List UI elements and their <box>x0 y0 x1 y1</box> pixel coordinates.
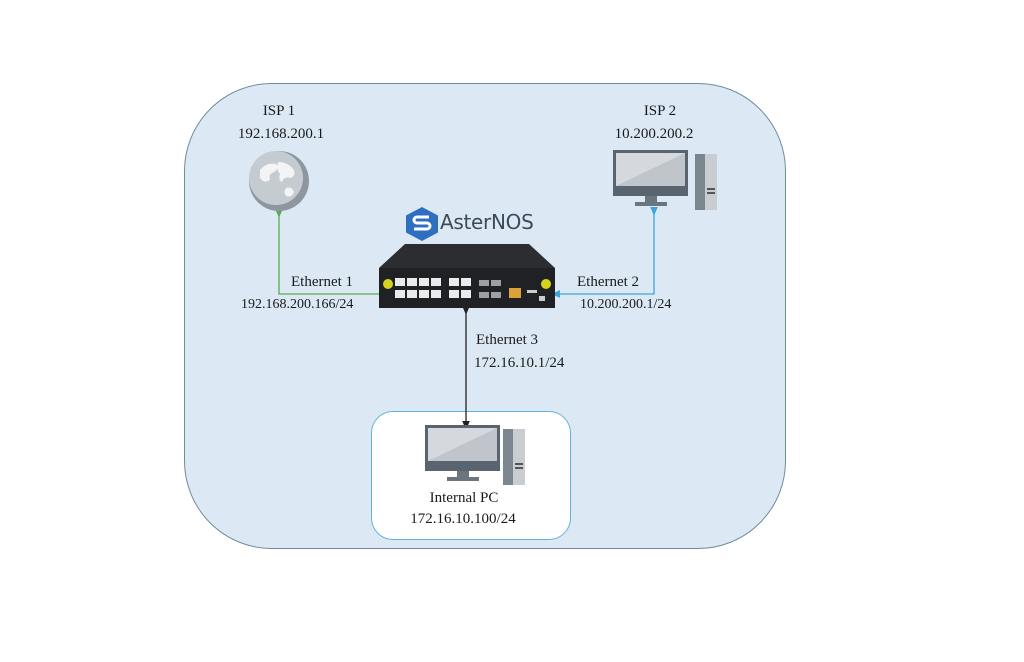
asternos-logo-icon <box>406 207 438 241</box>
brand-name: AsterNOS <box>440 210 534 234</box>
ethernet1-ip: 192.168.200.166/24 <box>241 297 354 312</box>
internal-pc-name: Internal PC <box>429 490 499 506</box>
ethernet2-label: Ethernet 2 <box>577 274 640 290</box>
link-ethernet-1 <box>275 208 393 298</box>
isp1-ip: 192.168.200.1 <box>237 126 325 142</box>
link-ethernet-2 <box>551 206 658 298</box>
isp1-name: ISP 1 <box>262 103 296 119</box>
ethernet1-label: Ethernet 1 <box>291 274 354 290</box>
globe-icon <box>249 151 309 211</box>
ethernet2-ip: 10.200.200.1/24 <box>580 297 672 312</box>
ethernet3-label: Ethernet 3 <box>476 332 539 348</box>
internal-pc-icon <box>425 425 525 485</box>
isp2-name: ISP 2 <box>643 103 677 119</box>
desktop-computer-icon <box>613 150 717 210</box>
internal-pc-ip: 172.16.10.100/24 <box>410 511 516 527</box>
isp2-ip: 10.200.200.2 <box>614 126 694 142</box>
network-switch-icon <box>379 244 555 308</box>
ethernet3-ip: 172.16.10.1/24 <box>474 355 565 371</box>
